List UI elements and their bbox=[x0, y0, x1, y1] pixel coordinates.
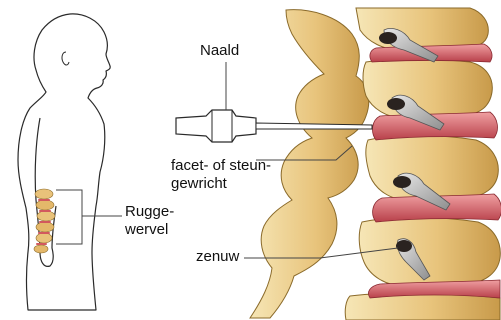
nerve-label: zenuw bbox=[196, 248, 239, 266]
needle-label: Naald bbox=[200, 42, 239, 60]
facet-joint-label-line2: gewricht bbox=[171, 175, 227, 193]
human-silhouette bbox=[18, 14, 110, 310]
vertebral-body-1 bbox=[356, 8, 488, 50]
spine-label-line1: Rugge- bbox=[125, 203, 174, 221]
spine-label-line2: wervel bbox=[125, 221, 168, 239]
facet-joint-label-line1: facet- of steun- bbox=[171, 157, 271, 175]
vertebral-body-2 bbox=[363, 59, 492, 118]
needle-syringe-hub bbox=[176, 110, 256, 142]
head-and-body-outline bbox=[18, 14, 110, 310]
vertebral-body-5 bbox=[345, 293, 500, 320]
large-spine bbox=[250, 8, 501, 320]
